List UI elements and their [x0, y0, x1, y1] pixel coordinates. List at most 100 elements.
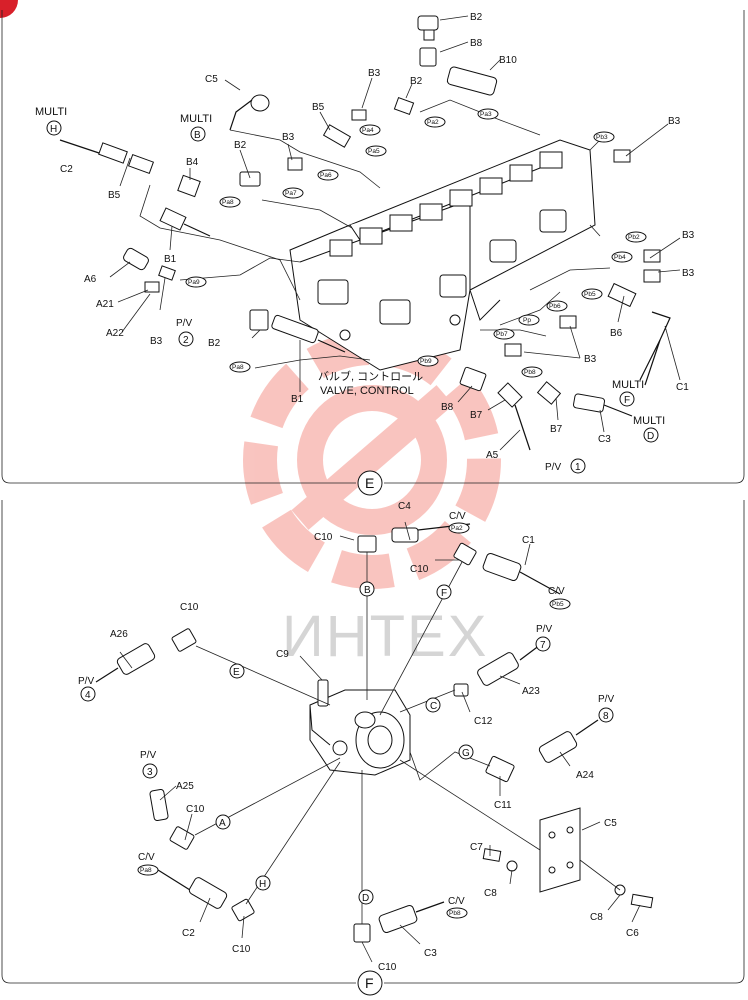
label-d: D [362, 893, 369, 904]
swivel-joint [309, 679, 411, 776]
leader-lines-f [119, 521, 641, 963]
label-f: F [624, 395, 630, 406]
label-c1: C1 [676, 382, 689, 393]
label-multi_f: MULTI [612, 379, 644, 391]
label-c10d: C10 [186, 804, 205, 815]
label-b2c: B2 [234, 140, 247, 151]
label-multi_h: MULTI [35, 106, 67, 118]
label-pb3: Pb3 [596, 134, 608, 141]
section-e: E [1, 10, 745, 496]
label-pb4: Pb4 [614, 254, 626, 261]
label-a24: A24 [576, 770, 594, 781]
fittings-e [59, 15, 671, 451]
label-pa2: Pa2 [427, 119, 439, 126]
part-labels-e: B2 B8 B10 C5 B3 B2 MULTI B5 MULTI C2 B5 … [35, 12, 695, 473]
label-multi_b: MULTI [180, 113, 212, 125]
label-c12: C12 [474, 716, 493, 727]
circle-markers-f: B F E C G A H D 4 7 8 3 [80, 581, 614, 905]
caption-jp: バルブ, コントロール [318, 369, 423, 383]
label-g: G [462, 748, 470, 759]
corner-tab [0, 0, 18, 18]
label-cv2: C/V [548, 586, 565, 597]
part-labels-f: C4 C/V C10 C1 C10 C/V C10 A26 P/V P/V C9… [78, 501, 639, 973]
label-pa8b: Pa8 [232, 364, 244, 371]
label-a21: A21 [96, 299, 114, 310]
leader-lines-e [109, 15, 681, 451]
label-cv3: C/V [138, 852, 155, 863]
label-c5: C5 [205, 74, 218, 85]
label-three: 3 [147, 767, 153, 778]
label-f: F [441, 588, 447, 599]
label-pv8: P/V [598, 694, 614, 705]
label-c2: C2 [60, 164, 73, 175]
label-b4: B4 [186, 157, 199, 168]
label-b: B [364, 585, 371, 596]
label-c10e: C10 [232, 944, 251, 955]
label-b5a: B5 [312, 102, 325, 113]
label-seven: 7 [540, 640, 546, 651]
label-c4: C4 [398, 501, 411, 512]
label-a6: A6 [84, 274, 97, 285]
label-pv2: P/V [176, 318, 192, 329]
label-b3g: B3 [584, 354, 597, 365]
label-b1a: B1 [164, 254, 177, 265]
label-c6: C6 [626, 928, 639, 939]
label-pb8: Pb8 [449, 910, 461, 917]
label-b2a: B2 [470, 12, 483, 23]
circle-markers-e: H B 2 1 D F [46, 120, 659, 474]
label-cv4: C/V [448, 896, 465, 907]
label-pb5: Pb5 [584, 291, 596, 298]
label-pa7: Pa7 [285, 190, 297, 197]
section-f-circle [357, 970, 383, 996]
label-four: 4 [85, 690, 91, 701]
label-c1: C1 [522, 535, 535, 546]
label-pb7: Pb7 [496, 331, 508, 338]
label-a26: A26 [110, 629, 128, 640]
watermark-text: ИНТЕХ [282, 604, 488, 669]
label-pv1: P/V [545, 462, 561, 473]
label-c10c: C10 [180, 602, 199, 613]
label-e: E [233, 667, 240, 678]
label-two: 2 [183, 335, 189, 346]
label-pa6: Pa6 [320, 172, 332, 179]
section-f-label: F [365, 975, 374, 991]
label-c3: C3 [598, 434, 611, 445]
label-b10: B10 [499, 55, 517, 66]
label-b3c: B3 [668, 116, 681, 127]
label-pb9: Pb9 [420, 358, 432, 365]
port-tags-f: Pa2 Pb5 Pa8 Pb8 [137, 522, 571, 919]
label-b3a: B3 [368, 68, 381, 79]
label-pb5: Pb5 [552, 601, 564, 608]
label-a23: A23 [522, 686, 540, 697]
label-pa4: Pa4 [362, 127, 374, 134]
label-b1b: B1 [291, 394, 304, 405]
label-b7a: B7 [470, 410, 483, 421]
label-pv4: P/V [78, 676, 94, 687]
label-c8b: C8 [590, 912, 603, 923]
section-e-label: E [365, 475, 374, 491]
label-multi_d: MULTI [633, 415, 665, 427]
label-pa3: Pa3 [480, 111, 492, 118]
label-pa2: Pa2 [451, 525, 463, 532]
label-c10b: C10 [410, 564, 429, 575]
label-c7: C7 [470, 842, 483, 853]
label-b2d: B2 [208, 338, 221, 349]
label-pb6: Pb6 [549, 303, 561, 310]
label-pb2: Pb2 [628, 234, 640, 241]
label-one: 1 [575, 462, 581, 473]
label-a25: A25 [176, 781, 194, 792]
label-b6: B6 [610, 328, 623, 339]
label-c5: C5 [604, 818, 617, 829]
label-a: A [219, 818, 226, 829]
label-b3e: B3 [682, 230, 695, 241]
label-pa5: Pa5 [368, 148, 380, 155]
watermark-logo [243, 331, 501, 589]
label-pv3: P/V [140, 750, 156, 761]
label-a5: A5 [486, 450, 499, 461]
caption-en: VALVE, CONTROL [320, 385, 414, 397]
section-e-circle [357, 470, 383, 496]
label-c9: C9 [276, 649, 289, 660]
label-a22: A22 [106, 328, 124, 339]
label-b8a: B8 [470, 38, 483, 49]
